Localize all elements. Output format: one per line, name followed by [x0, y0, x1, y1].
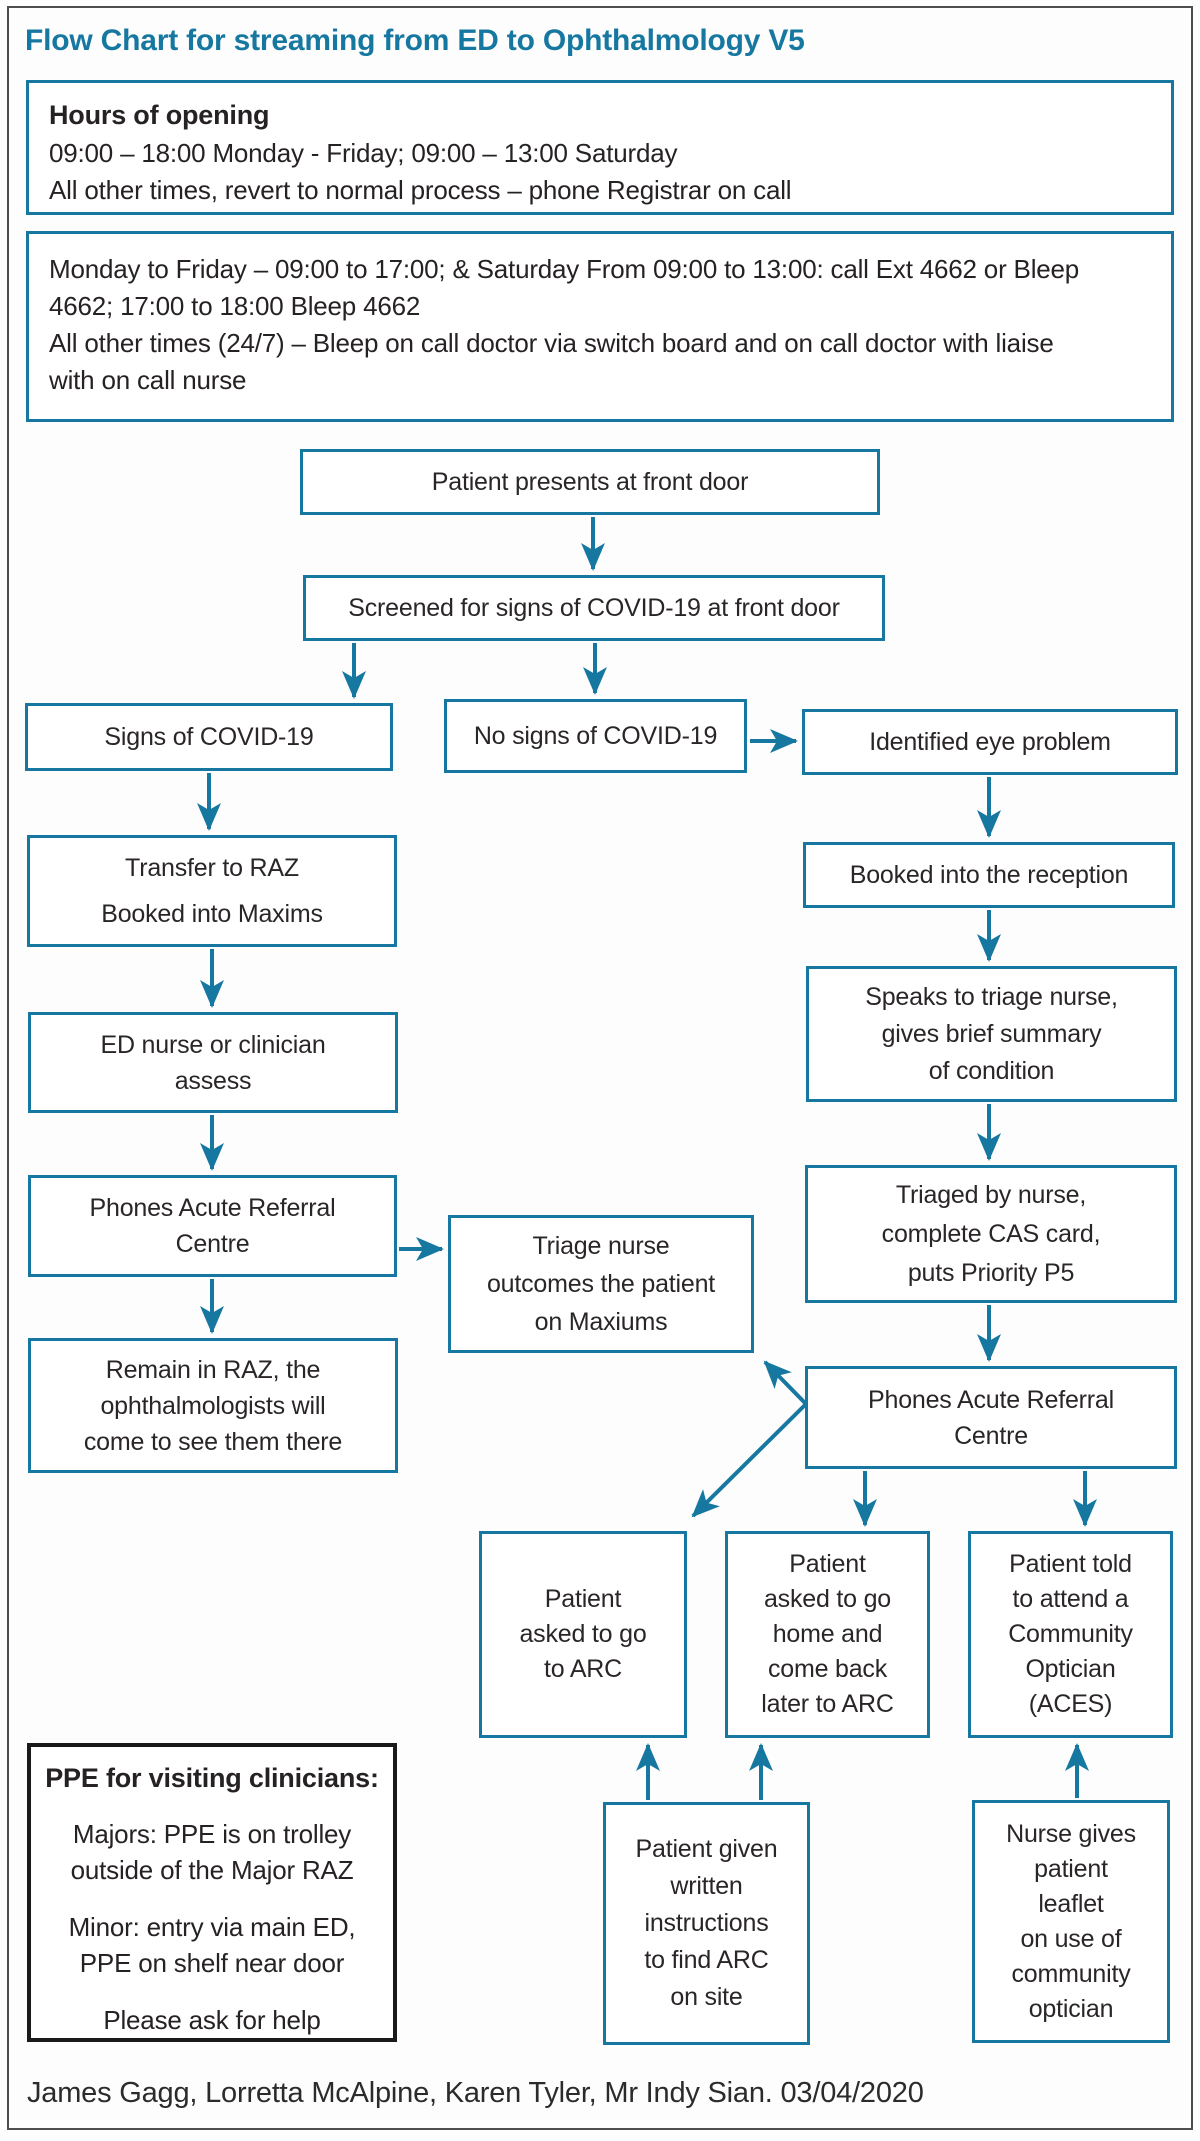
flow-node-transfer-to-raz: Transfer to RAZ Booked into Maxims: [27, 835, 397, 947]
ppe-paragraph-help: Please ask for help: [103, 2005, 321, 2035]
flow-node-patient-told-community-optician: Patient told to attend a Community Optic…: [968, 1531, 1173, 1738]
hours-of-opening-box: Hours of opening 09:00 – 18:00 Monday - …: [26, 80, 1174, 215]
flow-node-identified-eye-problem: Identified eye problem: [802, 709, 1178, 775]
contact-details-box: Monday to Friday – 09:00 to 17:00; & Sat…: [26, 231, 1174, 422]
flow-node-triage-nurse-outcomes: Triage nurse outcomes the patient on Max…: [448, 1215, 754, 1353]
flow-node-triaged-by-nurse: Triaged by nurse, complete CAS card, put…: [805, 1165, 1177, 1303]
flow-node-no-signs-covid: No signs of COVID-19: [444, 699, 747, 773]
ppe-paragraph-minor: Minor: entry via main ED, PPE on shelf n…: [68, 1912, 356, 1978]
flow-node-ed-nurse-assess: ED nurse or clinician assess: [28, 1012, 398, 1113]
flow-node-phones-arc-right: Phones Acute Referral Centre: [805, 1366, 1177, 1469]
authors-date-footer: James Gagg, Lorretta McAlpine, Karen Tyl…: [27, 2077, 924, 2109]
flow-node-screened-covid: Screened for signs of COVID-19 at front …: [303, 575, 885, 641]
ppe-notice-box: PPE for visiting clinicians: Majors: PPE…: [27, 1743, 397, 2042]
flow-node-signs-covid: Signs of COVID-19: [25, 703, 393, 771]
ppe-heading: PPE for visiting clinicians:: [45, 1763, 379, 1793]
flow-node-patient-presents: Patient presents at front door: [300, 449, 880, 515]
flow-arrow-phonesright-to-triageoutcomes: [763, 1360, 808, 1406]
flow-node-phones-arc-left: Phones Acute Referral Centre: [28, 1175, 397, 1277]
ppe-paragraph-majors: Majors: PPE is on trolley outside of the…: [70, 1819, 354, 1885]
contact-body: Monday to Friday – 09:00 to 17:00; & Sat…: [49, 254, 1080, 395]
flow-node-remain-in-raz: Remain in RAZ, the ophthalmologists will…: [28, 1338, 398, 1473]
flow-node-booked-reception: Booked into the reception: [803, 842, 1175, 908]
page-title: Flow Chart for streaming from ED to Opht…: [25, 24, 805, 57]
flow-arrow-phonesright-to-askedarc: [691, 1402, 808, 1518]
hours-body: 09:00 – 18:00 Monday - Friday; 09:00 – 1…: [49, 138, 792, 205]
flow-node-written-instructions: Patient given written instructions to fi…: [603, 1802, 810, 2045]
hours-heading: Hours of opening: [49, 100, 270, 130]
flow-node-speaks-triage-nurse: Speaks to triage nurse, gives brief summ…: [806, 966, 1177, 1102]
flow-node-patient-asked-go-arc: Patient asked to go to ARC: [479, 1531, 687, 1738]
flow-node-patient-go-home-come-back: Patient asked to go home and come back l…: [725, 1531, 930, 1738]
flow-node-nurse-gives-leaflet: Nurse gives patient leaflet on use of co…: [972, 1800, 1170, 2043]
